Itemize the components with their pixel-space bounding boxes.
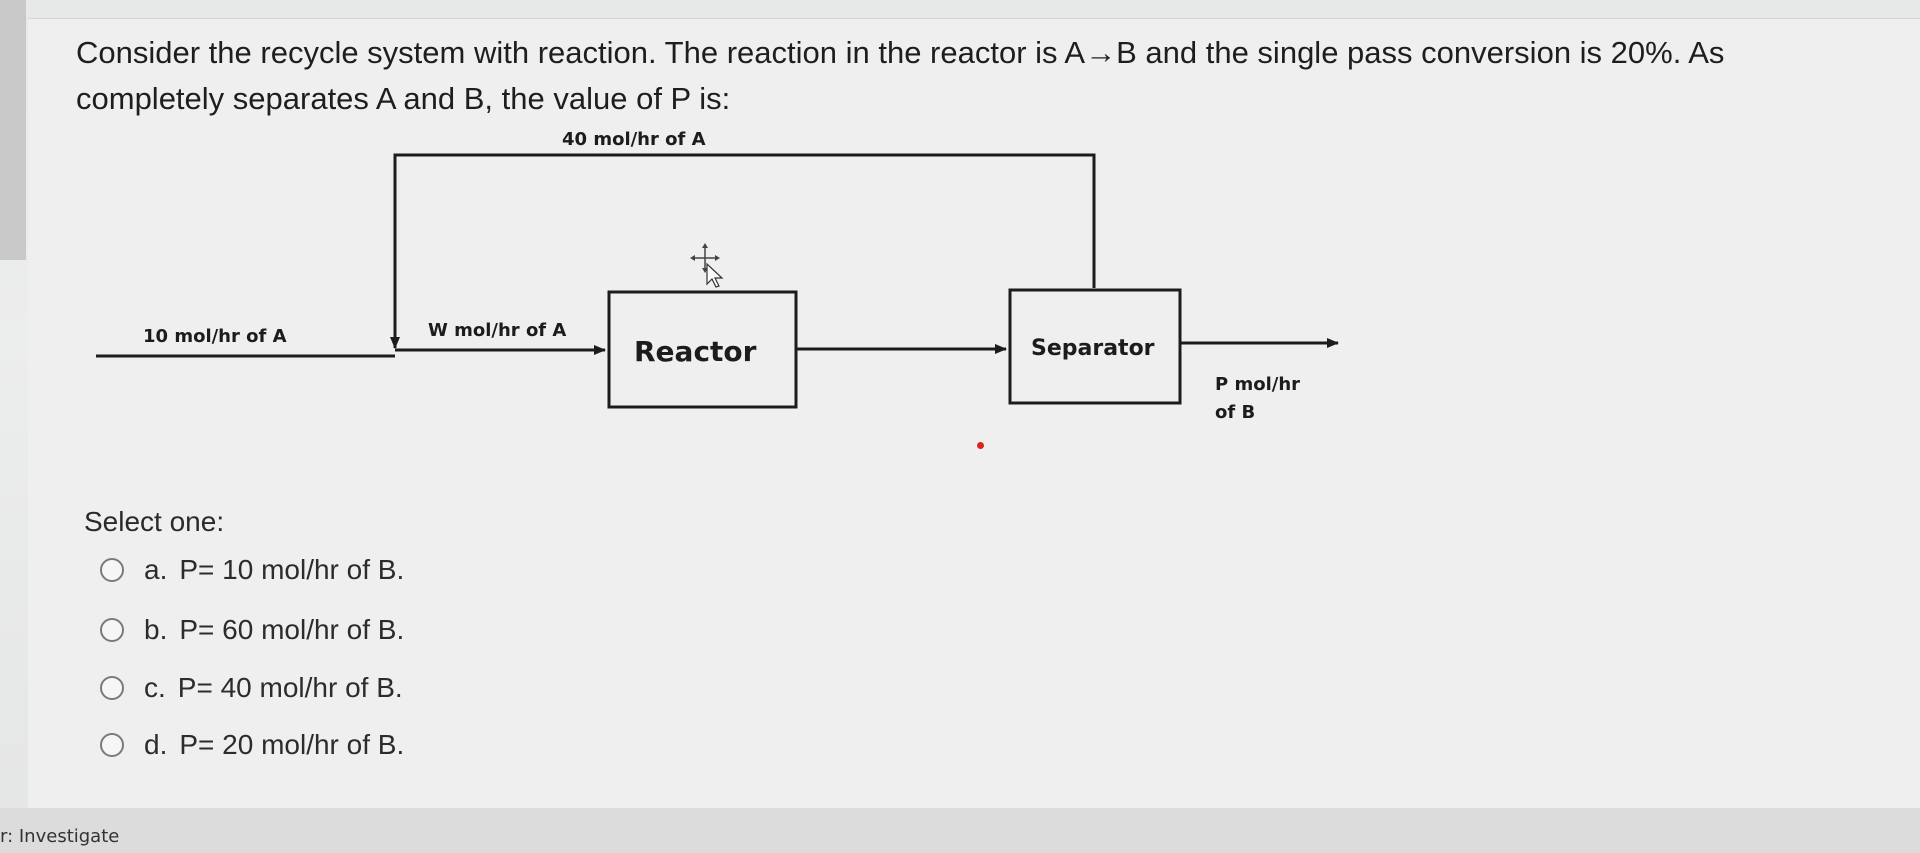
option-letter: b. (144, 614, 168, 645)
option-letter: d. (144, 729, 168, 760)
option-b[interactable]: b. P= 60 mol/hr of B. (100, 610, 404, 650)
red-marker-dot (977, 442, 984, 449)
option-text: P= 20 mol/hr of B. (179, 729, 405, 760)
left-sidebar-edge (0, 0, 26, 260)
option-text: P= 60 mol/hr of B. (179, 614, 405, 645)
select-one-prompt: Select one: (84, 506, 225, 537)
separator-label: Separator (1031, 336, 1155, 361)
option-a[interactable]: a. P= 10 mol/hr of B. (100, 550, 404, 590)
option-c[interactable]: c. P= 40 mol/hr of B. (100, 668, 403, 708)
reactor-label: Reactor (634, 335, 757, 368)
bottom-band (0, 808, 1920, 853)
investigate-link[interactable]: r: Investigate (0, 826, 120, 847)
option-text: P= 10 mol/hr of B. (179, 554, 405, 585)
option-text: P= 40 mol/hr of B. (177, 672, 403, 703)
recycle-stream-line (390, 153, 1096, 349)
radio-unselected-icon[interactable] (100, 558, 124, 582)
option-letter: a. (144, 554, 168, 585)
question-text: Consider the recycle system with reactio… (76, 30, 1920, 122)
question-line-2: completely separates A and B, the value … (76, 81, 731, 116)
product-label-line-1: P mol/hr (1215, 374, 1300, 395)
recycle-stream-label: 40 mol/hr of A (562, 129, 706, 150)
option-letter: c. (144, 672, 166, 703)
radio-unselected-icon[interactable] (100, 676, 124, 700)
process-diagram: 40 mol/hr of A 10 mol/hr of A W mol/hr o… (96, 129, 1339, 423)
option-d[interactable]: d. P= 20 mol/hr of B. (100, 725, 404, 765)
product-label-line-2: of B (1215, 402, 1255, 423)
question-panel (28, 18, 1920, 809)
radio-unselected-icon[interactable] (100, 733, 124, 757)
move-cursor-icon (690, 243, 724, 288)
separator-box (1008, 288, 1182, 405)
question-line-1: Consider the recycle system with reactio… (76, 35, 1725, 70)
radio-unselected-icon[interactable] (100, 618, 124, 642)
feed-stream-label: 10 mol/hr of A (143, 326, 287, 347)
reactor-feed-label: W mol/hr of A (428, 320, 566, 341)
